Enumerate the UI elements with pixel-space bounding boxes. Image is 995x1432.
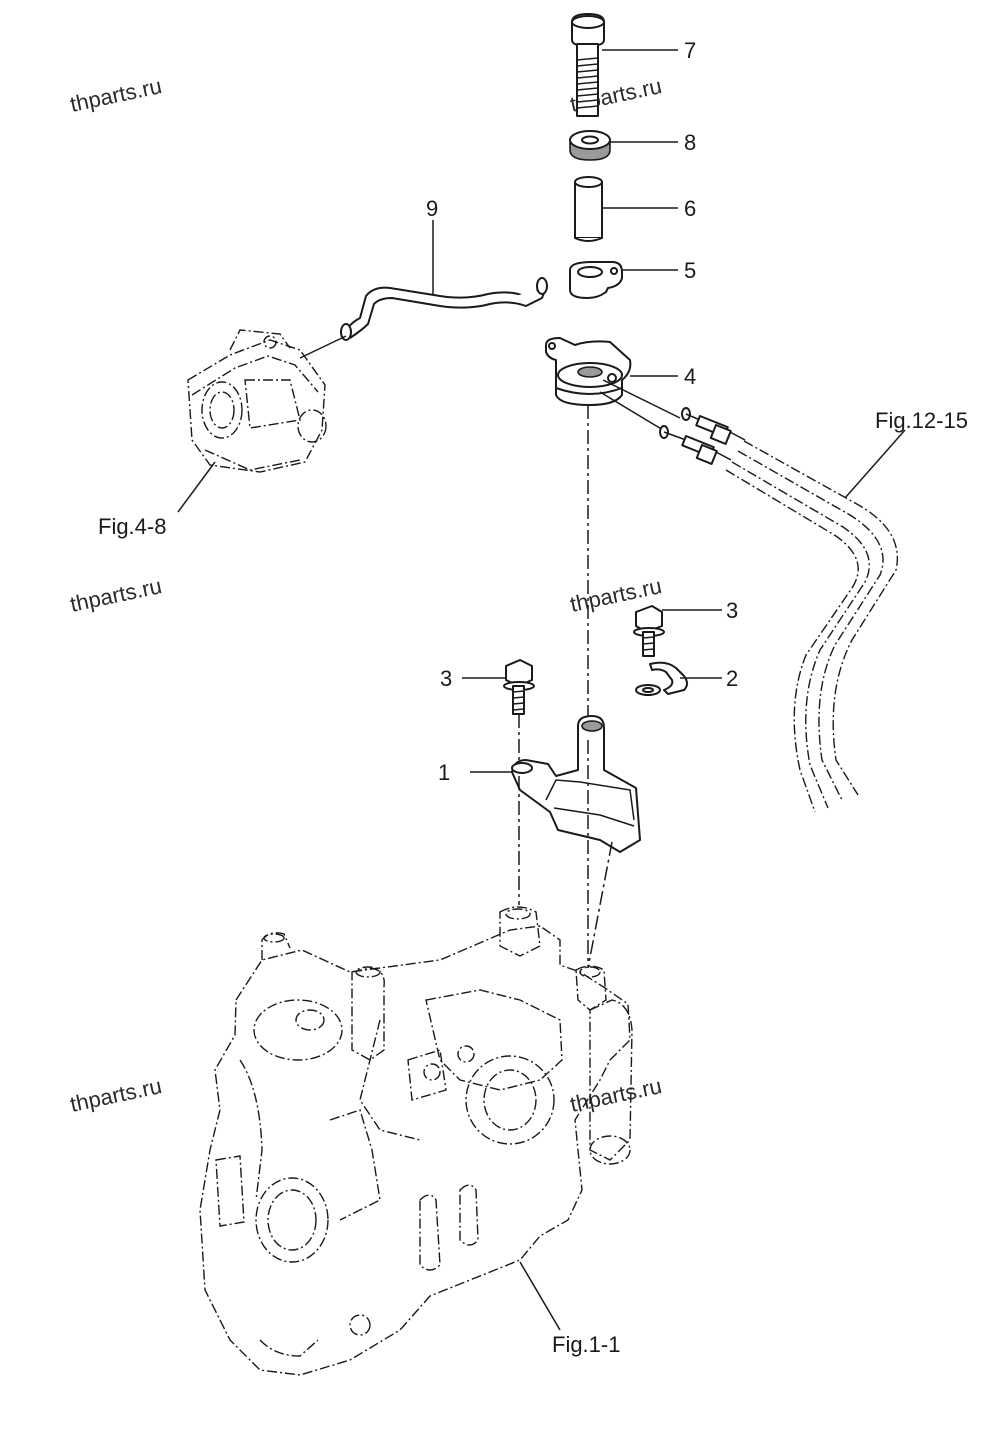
carburetor-assembly — [177, 329, 327, 513]
callout-3-right: 3 — [726, 598, 738, 623]
callout-4: 4 — [684, 364, 696, 389]
part-4-pulley — [545, 337, 681, 434]
part-3-bolt-right — [633, 605, 722, 657]
assembly-guides — [518, 405, 613, 969]
callout-2: 2 — [726, 666, 738, 691]
part-9-hose — [299, 220, 548, 359]
part-3-bolt-left — [462, 659, 535, 715]
callout-3-left: 3 — [440, 666, 452, 691]
cylinder-block — [199, 906, 633, 1376]
callout-6: 6 — [684, 196, 696, 221]
callouts: 7 8 6 5 4 9 3 2 3 1 — [426, 38, 738, 785]
callout-5: 5 — [684, 258, 696, 283]
callout-7: 7 — [684, 38, 696, 63]
watermark: thparts.ru — [68, 1073, 164, 1117]
part-1-bracket — [470, 715, 641, 853]
part-2-clip — [635, 661, 722, 696]
part-5-lever — [569, 261, 678, 299]
throttle-cables — [659, 407, 906, 813]
callout-9: 9 — [426, 196, 438, 221]
callout-1: 1 — [438, 760, 450, 785]
part-8-washer — [569, 130, 678, 161]
fig-ref-1-1: Fig.1-1 — [552, 1332, 620, 1357]
part-6-collar — [574, 176, 678, 242]
fig-ref-4-8: Fig.4-8 — [98, 514, 166, 539]
figure-references: Fig.4-8 Fig.12-15 Fig.1-1 — [98, 408, 968, 1357]
watermark: thparts.ru — [568, 1073, 664, 1117]
watermark: thparts.ru — [68, 73, 164, 117]
part-7-bolt — [571, 13, 678, 117]
callout-8: 8 — [684, 130, 696, 155]
watermark: thparts.ru — [68, 573, 164, 617]
fig-ref-12-15: Fig.12-15 — [875, 408, 968, 433]
